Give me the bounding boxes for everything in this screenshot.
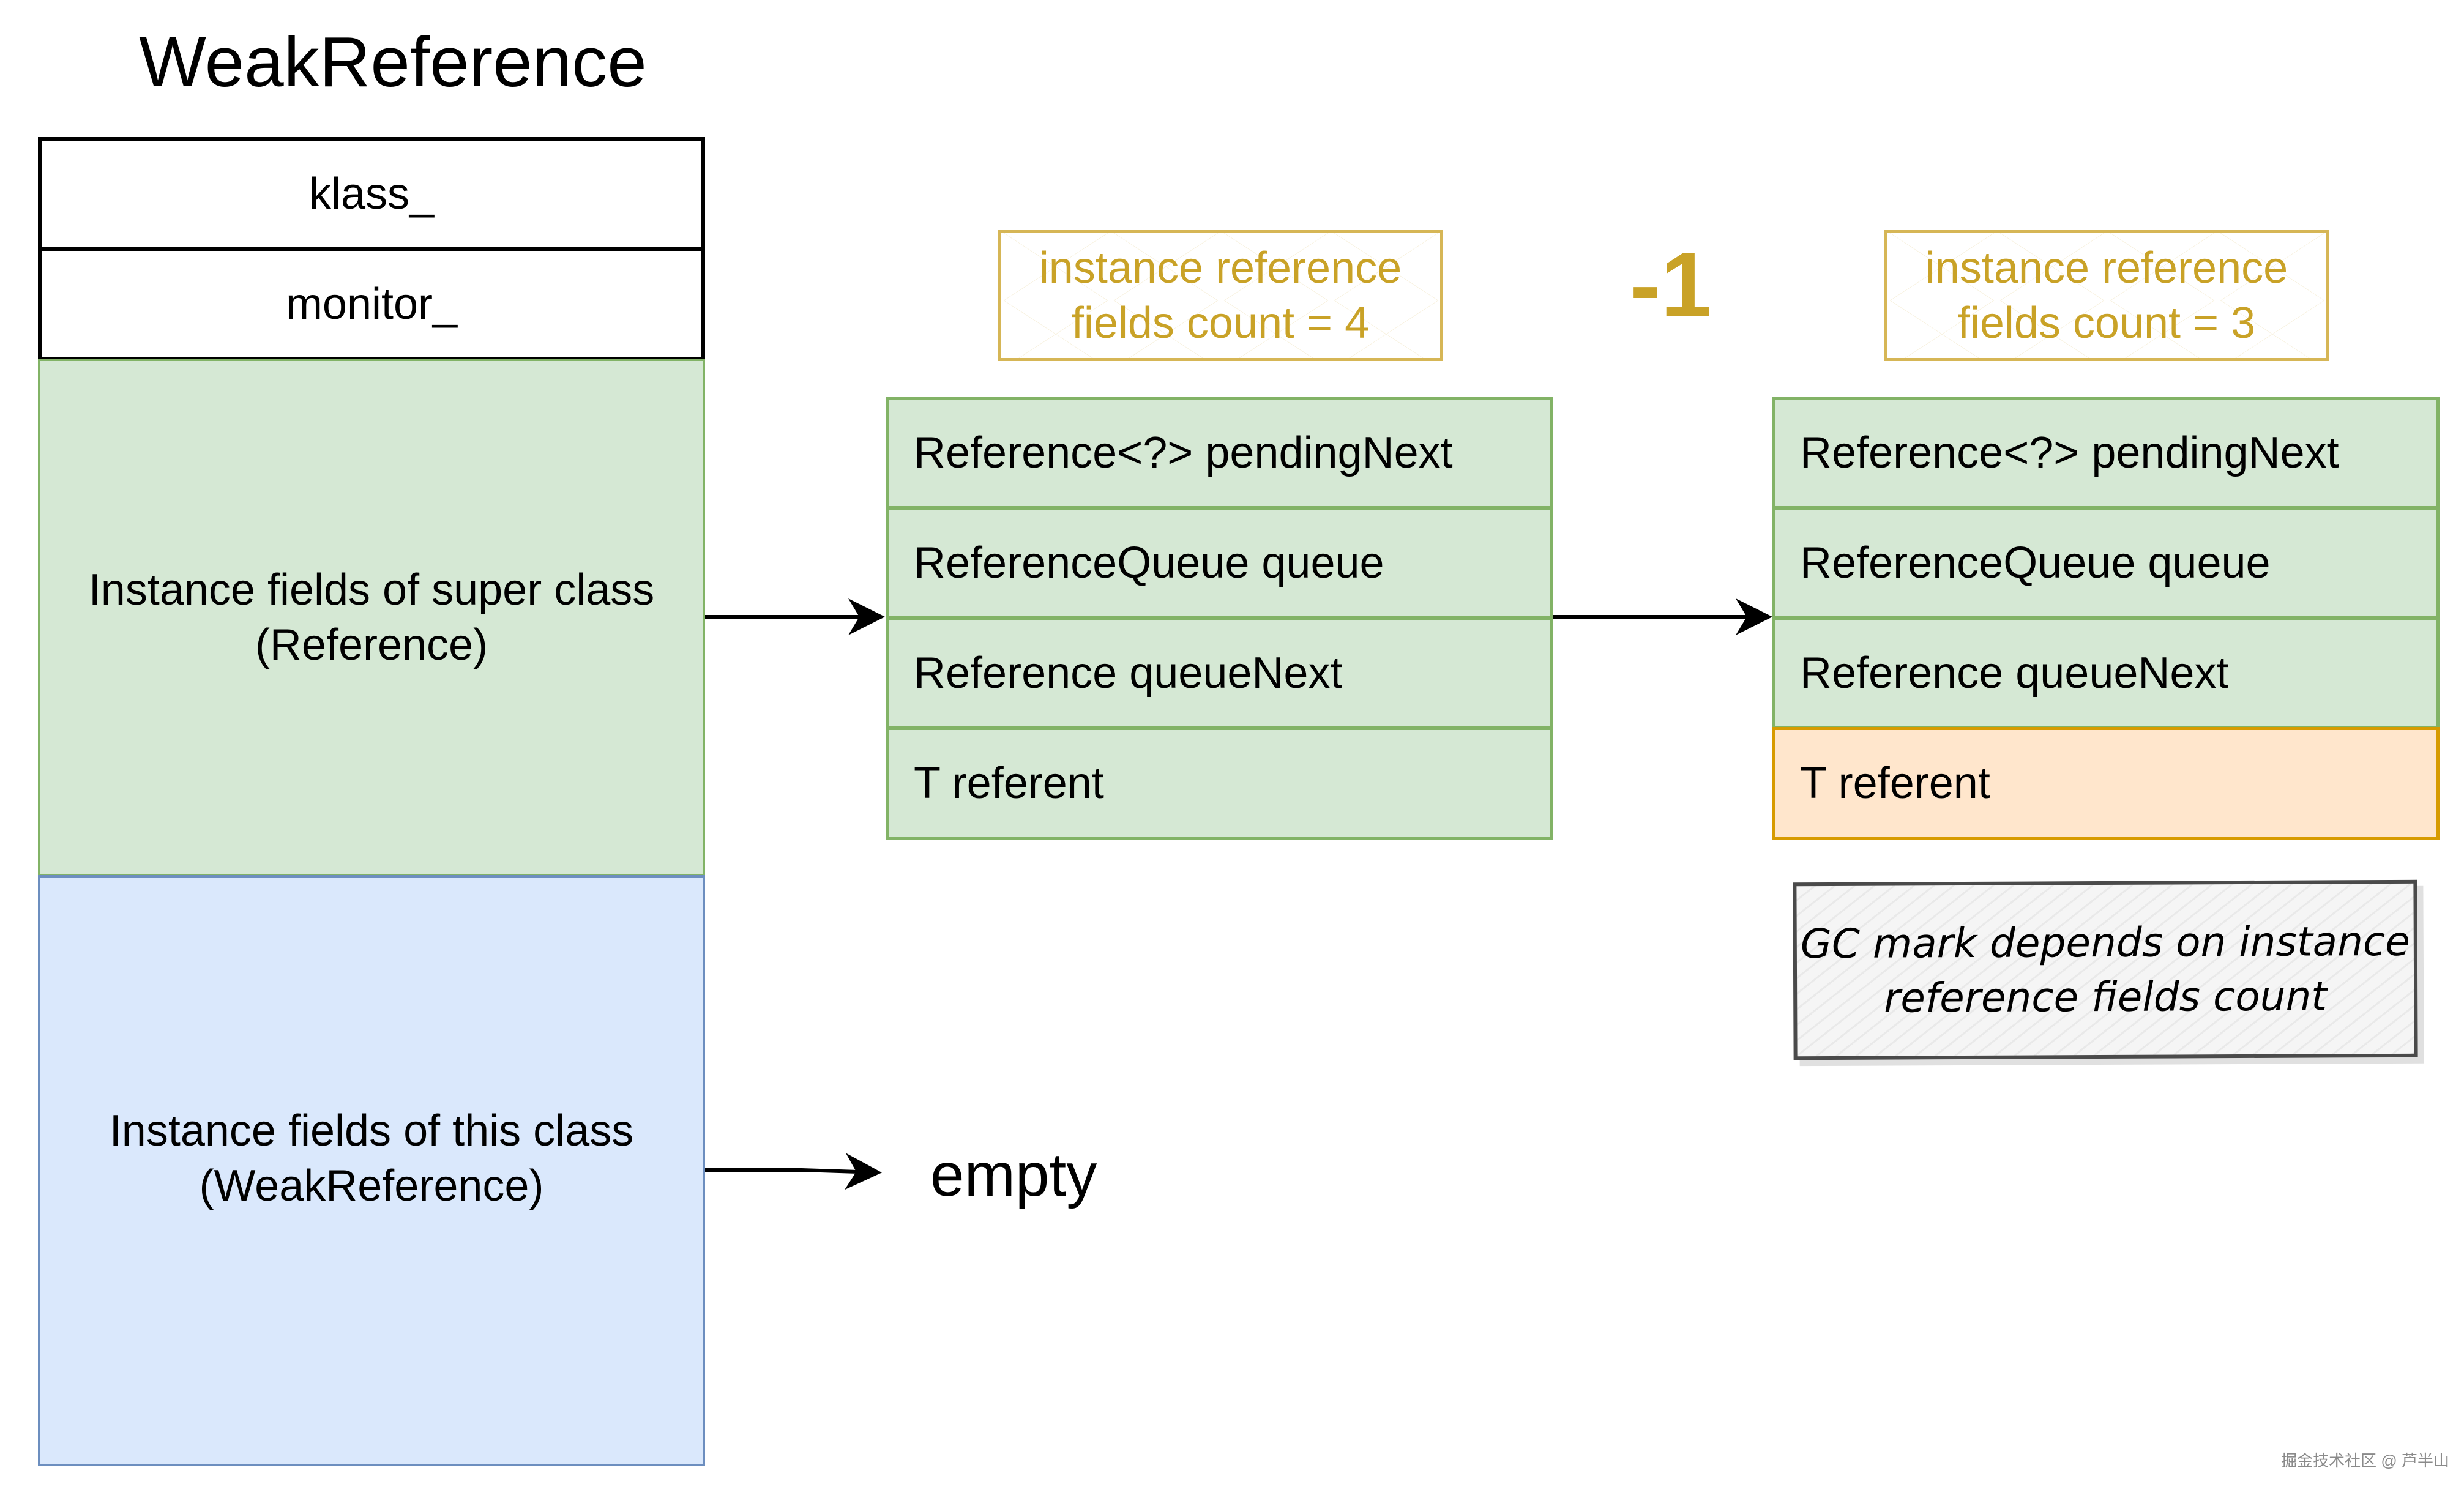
before-field-referent: T referent (886, 727, 1553, 840)
count-label-after-line2: fields count = 3 (1957, 299, 2256, 348)
count-label-before-line1: instance reference (1039, 244, 1402, 293)
after-field-pending-next: Reference<?> pendingNext (1772, 397, 2440, 509)
super-class-fields-label: Instance fields of super class (88, 565, 655, 614)
super-class-fields-block: Instance fields of super class (Referenc… (38, 359, 705, 876)
klass-field-label: klass_ (308, 170, 435, 218)
gc-mark-note: GC mark depends on instance reference fi… (1793, 879, 2418, 1060)
before-field-pending-next: Reference<?> pendingNext (886, 397, 1553, 509)
monitor-field: monitor_ (38, 247, 705, 361)
after-field-referent-excluded: T referent (1772, 727, 2440, 840)
before-field-queue-next: Reference queueNext (886, 617, 1553, 729)
klass-field: klass_ (38, 137, 705, 251)
gc-mark-note-line1: GC mark depends on instance (1800, 917, 2411, 968)
minus-one-label: -1 (1630, 233, 1712, 336)
count-label-after-line1: instance reference (1925, 244, 2288, 293)
monitor-field-label: monitor_ (285, 280, 458, 329)
watermark: 掘金技术社区 @ 芦半山 (2281, 1451, 2449, 1470)
arrow-this-to-empty (704, 1153, 882, 1190)
diagram-title: WeakReference (139, 22, 647, 102)
before-field-queue: ReferenceQueue queue (886, 507, 1553, 619)
count-label-before-line2: fields count = 4 (1071, 299, 1370, 348)
super-class-name: (Reference) (255, 620, 488, 669)
count-label-after: instance reference fields count = 3 (1884, 230, 2329, 361)
count-label-before: instance reference fields count = 4 (998, 230, 1443, 361)
gc-mark-note-line2: reference fields count (1883, 972, 2328, 1022)
this-class-fields-block: Instance fields of this class (WeakRefer… (38, 875, 705, 1466)
after-field-queue-next: Reference queueNext (1772, 617, 2440, 729)
this-class-fields-label: Instance fields of this class (109, 1106, 634, 1155)
empty-label: empty (930, 1141, 1097, 1209)
after-field-queue: ReferenceQueue queue (1772, 507, 2440, 619)
this-class-name: (WeakReference) (199, 1161, 544, 1210)
